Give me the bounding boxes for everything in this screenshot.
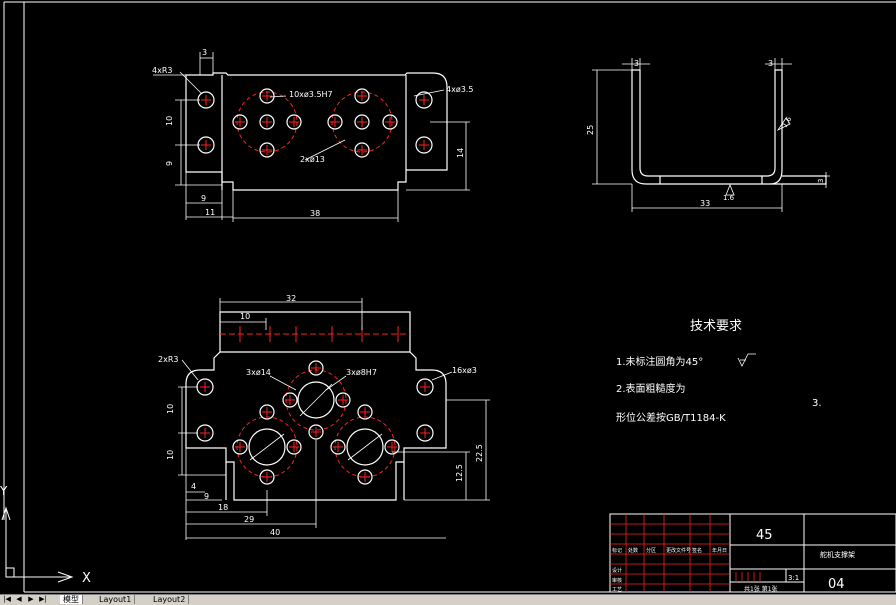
top-view-holes (197, 88, 433, 158)
bottom-dim-12-5: 12.5 (455, 464, 464, 482)
title-block-row-label: 工艺 (612, 587, 622, 593)
title-block-material: 45 (756, 528, 773, 543)
top-view: 3 4xR3 4xø3.5 10xø3.5H7 2xø13 10 9 9 11 … (152, 48, 473, 222)
bottom-view-holes (196, 360, 434, 485)
bottom-dim-22-5: 22.5 (475, 444, 484, 462)
top-dim-10: 10 (165, 116, 174, 126)
roughness-symbol-icon (737, 353, 756, 367)
bottom-dim-29: 29 (244, 515, 254, 524)
bottom-dim-4: 4 (191, 482, 196, 491)
title-block-drawing-no: 04 (828, 577, 845, 592)
notes-line-2: 2.表面粗糙度为 (616, 382, 686, 395)
bottom-dim-10b: 10 (166, 450, 175, 460)
bottom-dim-10: 10 (240, 312, 250, 321)
bottom-dim-10a: 10 (166, 404, 175, 414)
title-block-scale: 3:1 (788, 574, 799, 582)
bottom-dim-40: 40 (270, 528, 280, 537)
top-dim-bottom-11: 11 (205, 208, 215, 217)
first-tab-button[interactable]: |◀ (3, 595, 11, 603)
notes-line-3: 形位公差按GB/T1184-K (616, 411, 726, 424)
top-small-hole-note: 4xø3.5 (446, 85, 473, 94)
side-dim-left-thk: 3 (634, 59, 639, 68)
bottom-hole-note-3: 16xø3 (452, 366, 477, 375)
bottom-dim-18: 18 (218, 503, 228, 512)
title-block-header-cell: 年月日 (712, 547, 727, 554)
title-block-header-cell: 分区 (646, 547, 656, 554)
title-block-header-cell: 签名 (692, 547, 702, 554)
top-radius-note: 4xR3 (152, 66, 172, 75)
tab-layout2[interactable]: Layout2 (150, 595, 190, 604)
top-dim-bottom-38: 38 (310, 209, 320, 218)
title-block-header-cell: 标记 (612, 547, 622, 554)
technical-notes: 技术要求 1.未标注圆角为45° 2.表面粗糙度为 形位公差按GB/T1184-… (616, 319, 822, 424)
side-roughness-2: 1.6 (723, 194, 735, 202)
last-tab-button[interactable]: ▶| (39, 595, 47, 603)
notes-title: 技术要求 (690, 319, 742, 334)
side-view: 3 3 25 33 3 1.6 1.6 (586, 58, 830, 212)
tab-layout1[interactable]: Layout1 (96, 595, 136, 604)
next-tab-button[interactable]: ▶ (28, 595, 34, 603)
side-dim-end: 3 (817, 179, 825, 183)
bottom-dim-32: 32 (286, 294, 296, 303)
bottom-dim-9: 9 (204, 492, 209, 501)
title-block-header-cell: 更改文件号 (666, 547, 691, 554)
title-block-header-cell: 处数 (628, 547, 638, 554)
bottom-radius-note: 2xR3 (158, 355, 178, 364)
top-dim-14: 14 (456, 148, 465, 158)
side-roughness-1: 1.6 (781, 115, 794, 129)
prev-tab-button[interactable]: ◀ (16, 595, 22, 603)
title-block-row-label: 设计 (612, 567, 622, 574)
tab-model[interactable]: 模型 (60, 595, 83, 604)
bottom-hole-note-1: 3xø14 (246, 368, 271, 377)
top-dim-9: 9 (165, 161, 174, 166)
side-dim-height: 25 (586, 125, 595, 135)
bottom-hole-note-2: 3xø8H7 (346, 368, 377, 377)
side-dim-width: 33 (700, 199, 710, 208)
title-block-header-row: 标记处数 分区 更改文件号签名 年月日 (612, 547, 727, 554)
bottom-view: 32 10 2xR3 3xø14 3xø8H7 16xø3 10 10 4 9 … (158, 294, 490, 540)
layout-tab-bar: |◀ ◀ ▶ ▶| 模型 Layout1 Layout2 (0, 594, 896, 605)
title-block: 标记处数 分区 更改文件号签名 年月日 设计审核工艺 45 舵机支撑架 3:1 共1张… (609, 513, 896, 593)
ucs-y-label: Y (0, 484, 8, 498)
title-block-row-label: 审核 (612, 577, 622, 584)
side-dim-right-thk: 3 (768, 59, 773, 68)
ucs-x-label: X (82, 571, 91, 586)
top-dim-bottom-9: 9 (201, 194, 206, 203)
notes-line-3-num: 3. (812, 398, 822, 409)
notes-line-1: 1.未标注圆角为45° (616, 355, 703, 368)
top-bolt-circle-note: 2xø13 (300, 155, 325, 164)
top-pin-hole-note: 10xø3.5H7 (289, 90, 333, 99)
title-block-sheet-info: 共1张 第1张 (744, 585, 778, 593)
title-block-part-name: 舵机支撑架 (820, 550, 855, 559)
ucs-icon (1, 506, 74, 583)
top-dim-3: 3 (202, 48, 207, 57)
